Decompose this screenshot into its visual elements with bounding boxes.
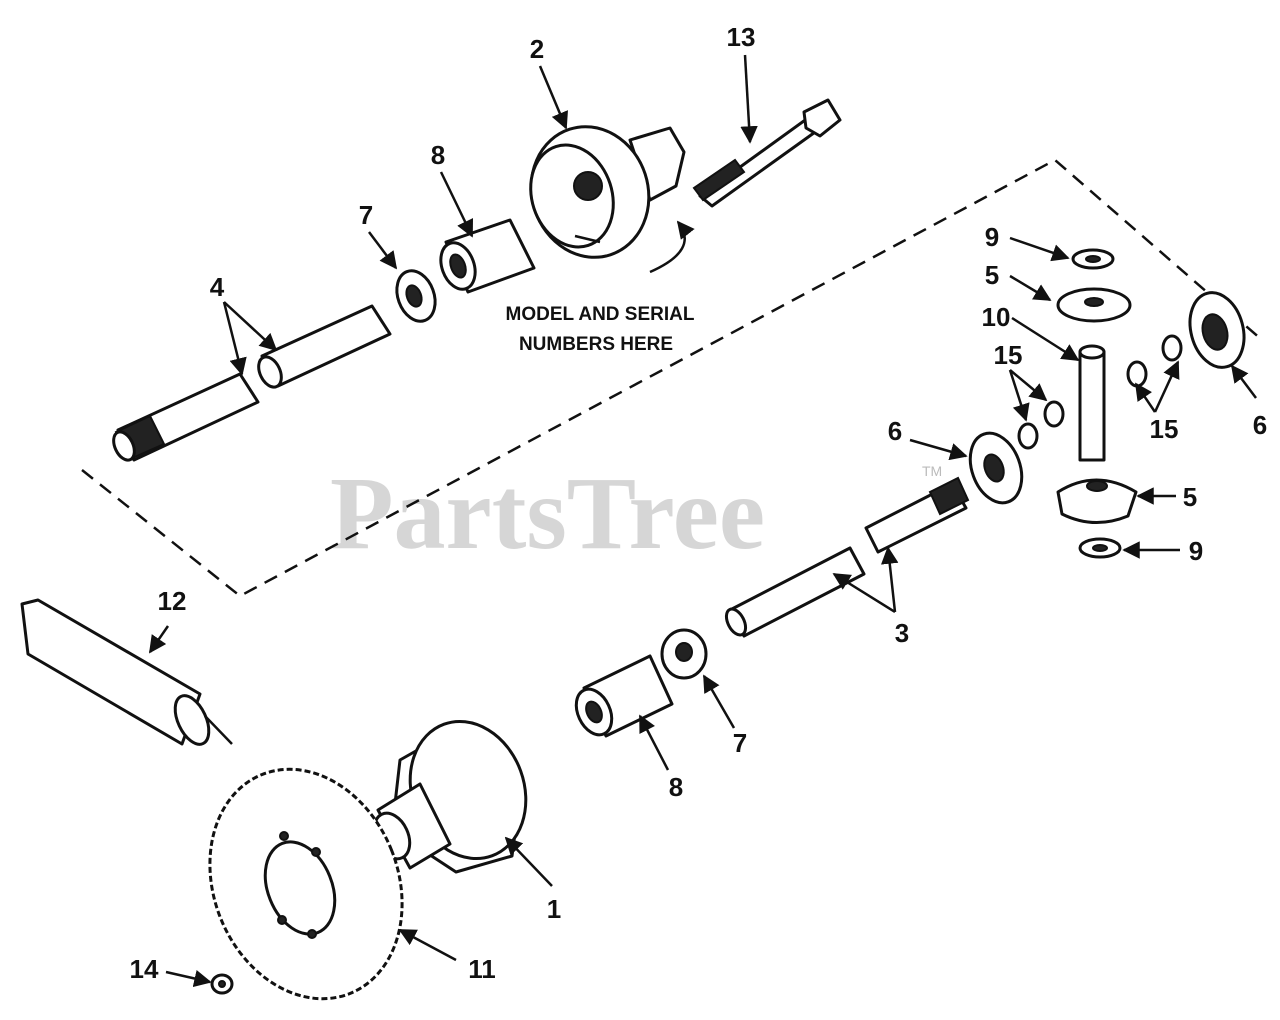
callout-6-right: 6 — [1253, 410, 1267, 440]
upper-sleeve-part — [439, 218, 536, 294]
upper-washer-part — [395, 269, 437, 323]
callout-14: 14 — [130, 954, 159, 984]
hub-housing-part — [529, 125, 686, 259]
callout-5-lower: 5 — [1183, 482, 1197, 512]
callout-15-right: 15 — [1150, 414, 1179, 444]
leader-lines — [148, 54, 1257, 988]
callout-5-upper: 5 — [985, 260, 999, 290]
callout-2: 2 — [530, 34, 544, 64]
bevel-gear-group — [968, 248, 1246, 559]
drive-hub-part — [372, 719, 528, 874]
callout-12: 12 — [158, 586, 187, 616]
sprocket-part — [208, 767, 404, 1001]
nut-part — [210, 973, 234, 995]
callout-9-upper: 9 — [985, 222, 999, 252]
callout-11: 11 — [468, 954, 496, 984]
callout-9-lower: 9 — [1189, 536, 1203, 566]
lower-sleeve-part — [574, 654, 674, 738]
model-serial-note-line-2: NUMBERS HERE — [519, 334, 673, 355]
grease-tube-part — [20, 598, 233, 746]
trademark-text: TM — [922, 463, 942, 479]
callout-10: 10 — [982, 302, 1011, 332]
assembly-outline — [81, 158, 1263, 598]
lower-washer-part — [660, 628, 708, 680]
callout-4: 4 — [210, 272, 225, 302]
callout-15-left: 15 — [994, 340, 1023, 370]
callout-1: 1 — [547, 894, 561, 924]
model-serial-note-line-1: MODEL AND SERIAL — [506, 304, 695, 325]
callout-13: 13 — [727, 22, 756, 52]
callout-7-upper: 7 — [359, 200, 373, 230]
callout-labels: 2 13 8 7 4 9 5 10 15 15 6 6 5 9 3 12 8 7… — [130, 22, 1268, 984]
callout-3: 3 — [895, 618, 909, 648]
upper-axle-shaft-part — [112, 304, 392, 462]
callout-8-lower: 8 — [669, 772, 683, 802]
callout-8-upper: 8 — [431, 140, 445, 170]
lower-axle-shaft-part — [724, 476, 970, 638]
callout-7-lower: 7 — [733, 728, 747, 758]
watermark-text: PartsTree — [330, 456, 765, 571]
callout-6-left: 6 — [888, 416, 902, 446]
bolt-part — [692, 98, 842, 208]
